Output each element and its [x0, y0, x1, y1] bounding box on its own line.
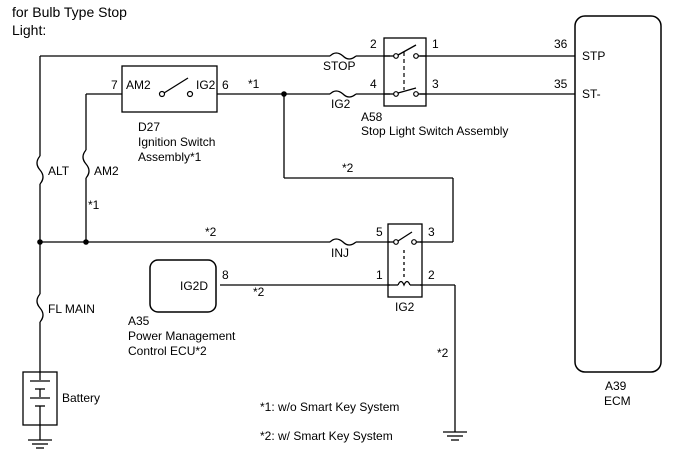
stop-light-switch: 2 1 4 3 A58 Stop Light Switch Assembly	[361, 37, 508, 138]
ground-symbol	[28, 439, 52, 449]
fuse-stop: STOP	[323, 52, 357, 73]
relay-pin-1: 1	[376, 268, 383, 282]
fuse-fl-main-label: FL MAIN	[48, 302, 95, 316]
relay-pin-2: 2	[428, 268, 435, 282]
fuse-inj-label: INJ	[331, 246, 349, 260]
fuse-alt-label: ALT	[48, 164, 70, 178]
wire-note-2-inj: *2	[205, 225, 217, 239]
relay-pin-3: 3	[428, 225, 435, 239]
ecm-pin-36: 36	[554, 37, 568, 51]
stop-switch-pin-1: 1	[432, 37, 439, 51]
fuse-am2-label: AM2	[94, 164, 119, 178]
wire-note-1-top: *1	[248, 77, 260, 91]
relay-pin-5: 5	[376, 225, 383, 239]
wire-note-2-ig2d: *2	[253, 285, 265, 299]
diagram-title-line1: for Bulb Type Stop	[12, 4, 127, 20]
wire-note-2-mid: *2	[342, 161, 354, 175]
stop-switch-pin-2: 2	[370, 37, 377, 51]
ground-symbol	[443, 431, 467, 441]
stop-switch-pin-4: 4	[370, 77, 377, 91]
fuse-alt: ALT	[34, 155, 70, 185]
fuse-ig2: IG2	[329, 90, 357, 111]
battery: Battery	[22, 371, 100, 426]
ignition-pin-left: 7	[111, 78, 118, 92]
ignition-label-left: AM2	[126, 78, 151, 92]
diagram-title-line2: Light:	[12, 22, 46, 38]
power-mgmt-name-line2: Control ECU*2	[128, 344, 207, 358]
wires	[39, 55, 575, 440]
legend-note-2: *2: w/ Smart Key System	[260, 429, 393, 443]
ecm-terminal-stp: STP	[582, 49, 605, 63]
ignition-code: D27	[138, 120, 160, 134]
power-mgmt-code: A35	[128, 314, 150, 328]
wire-note-2-ground: *2	[437, 346, 449, 360]
ignition-name-line2: Assembly*1	[138, 150, 202, 164]
ig2-relay: 5 3 1 2 IG2	[376, 223, 435, 314]
ignition-switch: 7 AM2 IG2 6 D27 Ignition Switch Assembly…	[111, 65, 237, 164]
ecm-name: ECM	[604, 394, 631, 408]
power-management-ecu: IG2D 8 A35 Power Management Control ECU*…	[128, 259, 236, 358]
fuse-am2: AM2	[82, 149, 119, 179]
ignition-name-line1: Ignition Switch	[138, 135, 215, 149]
junction-dot	[281, 91, 287, 97]
junction-dot	[37, 239, 43, 245]
ecm-terminal-st: ST-	[582, 87, 601, 101]
power-mgmt-name-line1: Power Management	[128, 329, 236, 343]
legend-note-1: *1: w/o Smart Key System	[260, 400, 399, 414]
ecm: 36 STP 35 ST- A39 ECM	[554, 15, 662, 408]
fuse-inj: INJ	[329, 238, 357, 260]
relay-label: IG2	[395, 300, 415, 314]
power-mgmt-pin: 8	[222, 268, 229, 282]
power-mgmt-terminal: IG2D	[180, 279, 208, 293]
stop-switch-code: A58	[361, 110, 383, 124]
stop-switch-pin-3: 3	[432, 77, 439, 91]
battery-label: Battery	[62, 391, 100, 405]
fuse-fl-main: FL MAIN	[34, 293, 95, 323]
ignition-pin-right: 6	[222, 78, 229, 92]
stop-switch-name: Stop Light Switch Assembly	[361, 124, 508, 138]
wire-note-1-side: *1	[88, 198, 100, 212]
ecm-pin-35: 35	[554, 77, 568, 91]
junction-dot	[83, 239, 89, 245]
ignition-label-right: IG2	[196, 78, 216, 92]
fuse-stop-label: STOP	[323, 59, 355, 73]
fuse-ig2-label: IG2	[331, 97, 351, 111]
ecm-code: A39	[605, 379, 627, 393]
